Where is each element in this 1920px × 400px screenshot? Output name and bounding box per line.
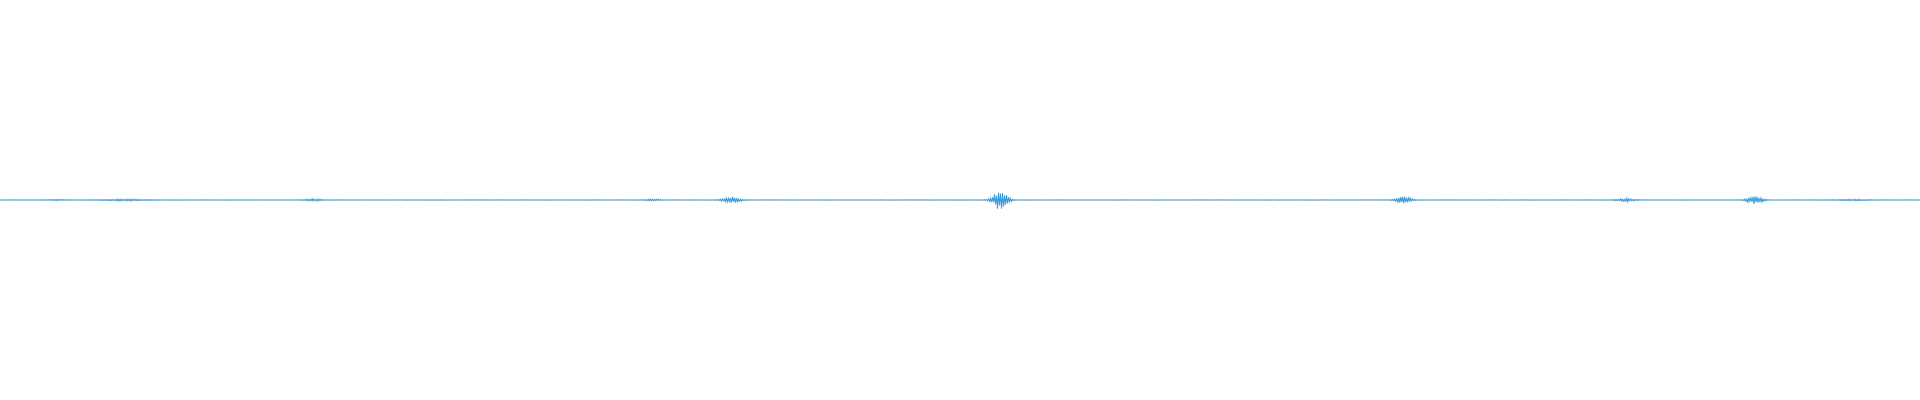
waveform-trace xyxy=(0,192,1920,209)
